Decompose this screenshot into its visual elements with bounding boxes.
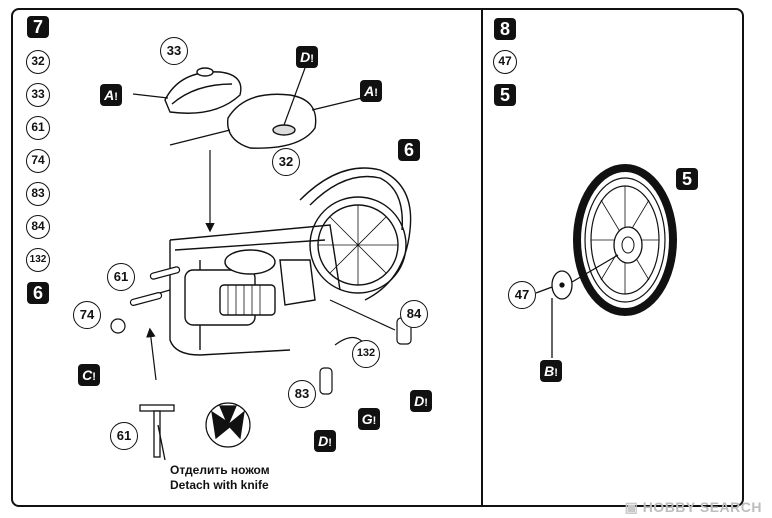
previous-step-badge-right: 5 [494,84,516,106]
parts-list-item: 132 [26,248,50,272]
parts-list-item: 61 [26,116,50,140]
panel-divider [481,8,483,507]
parts-list-item: 83 [26,182,50,206]
detach-part-drawing [139,404,175,461]
fuel-tank-drawing [164,67,317,149]
callout-part-33: 33 [160,37,188,65]
glue-tag-a: A! [100,84,122,106]
instruction-frame [11,8,744,507]
glue-tag-g: G! [358,408,380,430]
knife-icon [205,402,251,448]
glue-tag-a: A! [360,80,382,102]
detach-note: Отделить ножом Detach with knife [170,463,270,493]
callout-part-74: 74 [73,301,101,329]
motorcycle-frame-drawing [169,167,412,356]
callout-step-5: 5 [676,168,698,190]
detach-note-en: Detach with knife [170,478,269,492]
parts-list-item-right: 47 [493,50,517,74]
parts-list-item: 32 [26,50,50,74]
glue-tag-d: D! [410,390,432,412]
previous-step-badge: 6 [27,282,49,304]
glue-tag-d: D! [314,430,336,452]
step-number-badge-right: 8 [494,18,516,40]
watermark: ▣ HOBBY SEARCH [624,499,762,515]
callout-part-32: 32 [272,148,300,176]
callout-part-132: 132 [352,340,380,368]
front-wheel-drawing [573,164,677,316]
glue-tag-b: B! [540,360,562,382]
callout-part-61: 61 [107,263,135,291]
parts-list-item: 33 [26,83,50,107]
parts-list-item: 84 [26,215,50,239]
callout-part-83: 83 [288,380,316,408]
callout-step-6: 6 [398,139,420,161]
hub-cap-drawing [535,254,619,358]
callout-part-84: 84 [400,300,428,328]
parts-list-item: 74 [26,149,50,173]
hobbysearch-logo-icon: ▣ [624,499,643,515]
step-number-badge: 7 [27,16,49,38]
detach-note-ru: Отделить ножом [170,463,270,477]
glue-tag-d: D! [296,46,318,68]
callout-part-61-sprue: 61 [110,422,138,450]
glue-tag-c: C! [78,364,100,386]
callout-part-47: 47 [508,281,536,309]
